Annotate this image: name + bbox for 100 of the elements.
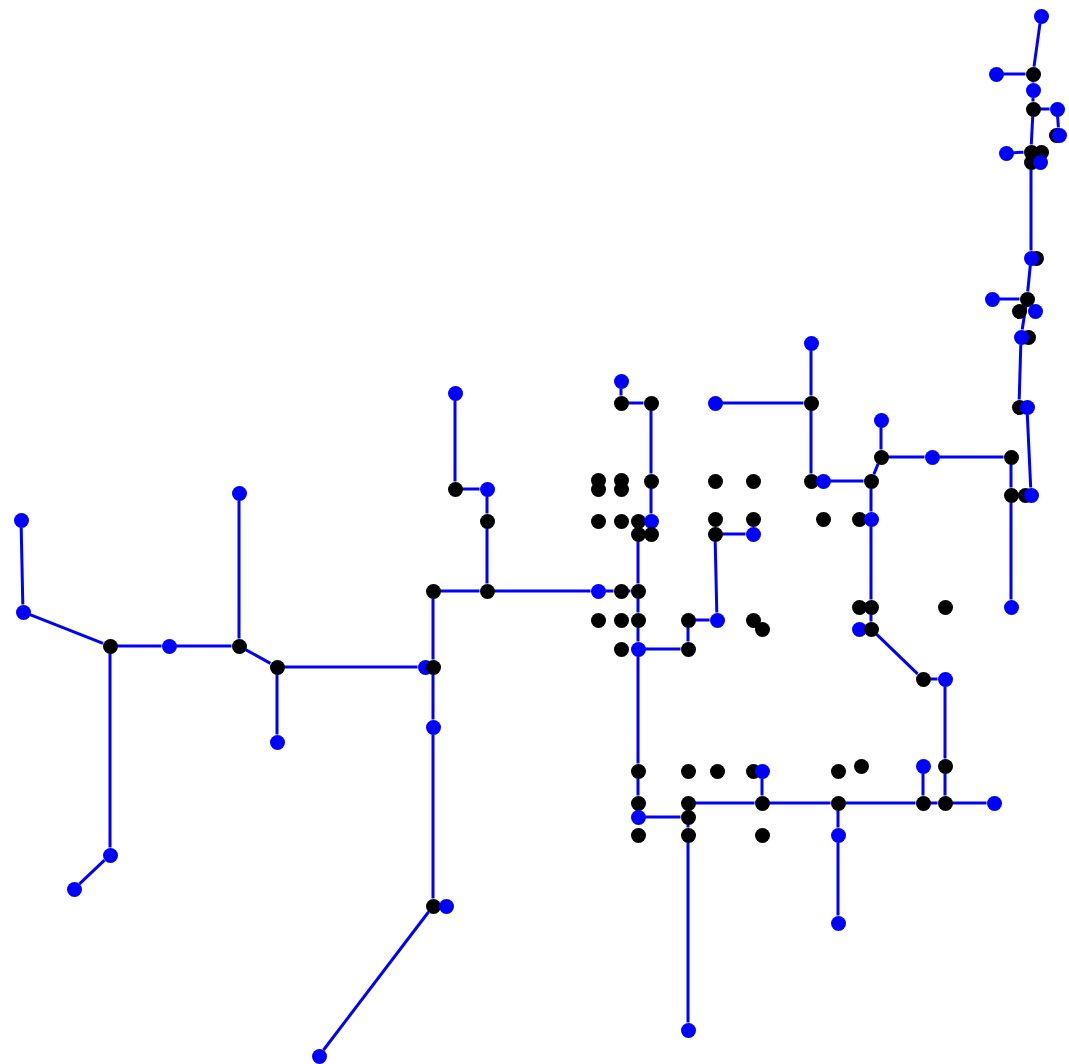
connector-line — [921, 773, 925, 796]
connector-line — [78, 859, 106, 885]
connector-line — [605, 589, 614, 593]
connector-line — [431, 674, 435, 720]
connector-line — [619, 388, 623, 396]
connector-line — [649, 410, 653, 474]
node-dot — [15, 604, 31, 620]
node-dot — [815, 511, 831, 527]
connector-line — [686, 627, 690, 642]
node-dot — [269, 734, 285, 750]
connector-line — [760, 778, 764, 796]
connector-line — [1025, 414, 1033, 488]
connector-line — [1026, 265, 1032, 292]
connector-line — [722, 401, 804, 405]
node-dot — [745, 612, 761, 628]
node-dot — [630, 513, 646, 529]
node-dot — [1033, 8, 1049, 24]
connector-line — [869, 488, 873, 512]
node-dot — [707, 473, 723, 489]
node-dot — [937, 758, 953, 774]
connector-line — [645, 647, 681, 651]
node-dot — [680, 1022, 696, 1038]
node-dot — [1003, 599, 1019, 615]
connector-line — [453, 400, 457, 482]
node-dot — [1013, 329, 1029, 345]
connector-line — [695, 618, 710, 622]
node-dot — [998, 145, 1014, 161]
connector-line — [999, 297, 1020, 301]
node-dot — [1049, 101, 1065, 117]
node-dot — [680, 641, 696, 657]
node-dot — [590, 513, 606, 529]
node-dot — [161, 638, 177, 654]
connector-line — [1056, 116, 1060, 128]
node-dot — [613, 583, 629, 599]
node-dot — [680, 827, 696, 843]
node-dot — [745, 511, 761, 527]
connector-line — [1003, 72, 1026, 76]
node-dot — [425, 583, 441, 599]
node-dot — [630, 583, 646, 599]
node-dot — [830, 763, 846, 779]
node-dot — [815, 473, 831, 489]
connector-line — [440, 589, 480, 593]
node-dot — [66, 881, 82, 897]
node-dot — [851, 511, 867, 527]
connector-line — [695, 801, 755, 805]
node-dot — [1025, 101, 1041, 117]
connector-line — [879, 427, 883, 450]
node-dot — [803, 395, 819, 411]
connector-line — [939, 455, 1004, 459]
node-dot — [680, 612, 696, 628]
connector-line — [275, 674, 279, 735]
connector-line — [462, 487, 480, 491]
node-dot — [937, 671, 953, 687]
node-dot — [438, 898, 454, 914]
node-dot — [709, 763, 725, 779]
node-dot — [680, 809, 696, 825]
connector-line — [485, 496, 489, 514]
node-dot — [937, 599, 953, 615]
node-dot — [830, 827, 846, 843]
node-dot — [754, 795, 770, 811]
connector-line — [869, 526, 873, 600]
node-dot — [311, 1048, 327, 1064]
connector-line — [872, 463, 880, 475]
node-dot — [1023, 250, 1039, 266]
node-dot — [630, 795, 646, 811]
connector-line — [1029, 169, 1033, 251]
node-dot — [754, 827, 770, 843]
connector-line — [645, 815, 681, 819]
node-dot — [853, 758, 869, 774]
node-dot — [425, 898, 441, 914]
connector-line — [237, 500, 241, 639]
connector-line — [930, 677, 938, 681]
node-dot — [863, 473, 879, 489]
node-dot — [1011, 303, 1027, 319]
connector-line — [322, 911, 430, 1051]
connector-line — [431, 734, 435, 899]
node-dot — [745, 473, 761, 489]
connector-line — [1020, 306, 1028, 330]
node-dot — [613, 513, 629, 529]
connector-line — [713, 541, 719, 613]
connector-line — [943, 773, 947, 796]
node-dot — [13, 512, 29, 528]
connector-line — [29, 613, 104, 645]
node-dot — [924, 449, 940, 465]
connector-line — [485, 528, 489, 584]
connector-line — [845, 801, 916, 805]
node-dot — [709, 612, 725, 628]
node-dot — [830, 915, 846, 931]
connector-line — [1029, 116, 1035, 145]
node-dot — [1019, 291, 1035, 307]
node-dot — [630, 827, 646, 843]
node-dot — [231, 638, 247, 654]
node-dot — [937, 795, 953, 811]
connector-line — [809, 350, 813, 396]
node-dot — [447, 481, 463, 497]
node-dot — [613, 395, 629, 411]
node-dot — [988, 66, 1004, 82]
connector-line — [636, 778, 640, 796]
node-dot — [873, 449, 889, 465]
connector-line — [244, 648, 272, 665]
